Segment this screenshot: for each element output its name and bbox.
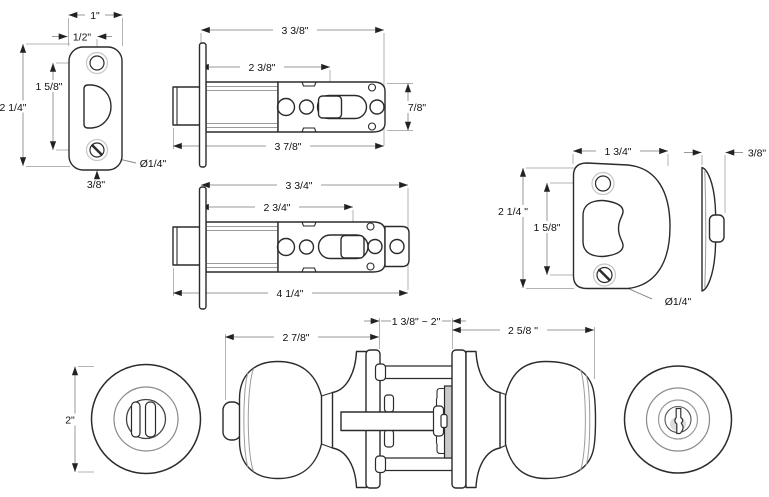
spindle-square-hole [340, 234, 365, 259]
latch-bolt [172, 226, 202, 266]
housing-hook [436, 443, 444, 455]
spindle-tab [383, 429, 395, 448]
knob-outer-circle [623, 365, 733, 474]
dim-faceplate-height: 2 1/4" [0, 102, 27, 114]
rivet [366, 262, 375, 271]
interior-knob-front-view: 2" [60, 363, 202, 475]
spindle [340, 411, 440, 432]
knob-inner-ring [113, 386, 179, 452]
housing-hole [298, 99, 315, 115]
dim-strike-width: 1 3/4" [604, 146, 631, 158]
faceplate-outline [68, 46, 123, 171]
strike-lip-tab [708, 214, 725, 243]
housing-hook [436, 387, 444, 399]
housing-hole [367, 238, 383, 255]
housing-hole [389, 238, 405, 255]
dim-latch-short-body-length: 3 3/8" [281, 25, 308, 37]
latch-cutout [83, 84, 112, 129]
latch-tube [205, 221, 279, 273]
dim-door-thickness: 1 3/8" ~ 2" [392, 316, 441, 328]
dim-strike-screw-dia: Ø1/4" [665, 296, 692, 308]
dim-exterior-projection: 2 5/8 " [508, 325, 538, 337]
dim-latch-short-height: 7/8" [408, 102, 427, 114]
knob-neck [499, 444, 506, 449]
mounting-post [382, 365, 457, 380]
spindle-slot [316, 94, 368, 120]
knob-assembly-side-view: 2 7/8" 1 3/8" ~ 2" 2 5/8 " [222, 316, 597, 489]
turn-button-side [222, 401, 242, 441]
knob-outer-circle [90, 363, 202, 475]
housing-notch [301, 81, 317, 87]
housing-hole [369, 99, 385, 115]
mounting-post [382, 457, 457, 472]
dim-rose-diameter: 2" [65, 415, 75, 427]
dim-strike-screw-spacing: 1 5/8" [533, 222, 560, 234]
dim-latch-long-overall: 4 1/4" [276, 288, 303, 300]
turn-button-boss [125, 398, 167, 440]
screw-hole-top [594, 175, 612, 192]
housing-notch [301, 221, 317, 227]
latch-long-side-view: 3 3/4" 2 3/4" 4 1/4" [172, 179, 410, 310]
dim-latch-short-overall: 3 7/8" [274, 141, 301, 153]
screw-hole-halo [85, 138, 109, 162]
strike-plate-outline [572, 162, 671, 290]
dim-latch-long-body-length: 3 3/4" [285, 180, 312, 192]
rivet [366, 222, 375, 231]
dim-faceplate-center-offset: 1/2" [73, 32, 92, 44]
screw-slot [91, 144, 103, 156]
latch-opening [582, 199, 624, 258]
latch-bolt [172, 86, 202, 126]
dim-latch-short-backset: 2 3/8" [248, 62, 275, 74]
screw-hole-top [89, 55, 105, 71]
dim-strike-thickness: 3/8" [748, 148, 767, 160]
screw-hole-halo [591, 171, 615, 196]
housing-notch [301, 267, 317, 273]
strike-side-inner-line [704, 170, 707, 288]
spindle-tab [383, 394, 395, 413]
dim-faceplate-edge-offset: 3/8" [87, 179, 106, 191]
knob-neck [321, 443, 333, 449]
keyhole [674, 407, 684, 435]
screw-slot [598, 268, 611, 282]
screw-hole-halo [85, 51, 109, 75]
exterior-rose-flare [465, 350, 501, 489]
dim-interior-projection: 2 7/8" [282, 332, 309, 344]
rivet [367, 122, 377, 131]
exterior-knob-front-view [623, 365, 733, 474]
latch-faceplate-edge [198, 42, 207, 168]
spindle-square-hole [317, 95, 343, 119]
housing-hole [298, 239, 315, 255]
strike-plate-front-view: 1 3/4" 2 1/4 " 1 5/8" Ø1/4" [498, 145, 692, 308]
exterior-knob-ball [504, 360, 597, 480]
housing-extension [384, 225, 410, 268]
post-head [374, 363, 387, 382]
interior-knob-ball [238, 360, 323, 480]
housing-notch [301, 127, 317, 133]
strike-plate-side-view: 3/8" [684, 148, 766, 292]
knob-neck [321, 391, 333, 397]
housing-hole [276, 97, 296, 117]
dim-faceplate-width: 1" [90, 10, 100, 22]
retractor-tab [440, 413, 448, 429]
latch-short-side-view: 3 3/8" 2 3/8" 3 7/8" 7/8" [172, 24, 431, 168]
knob-inner-ring [645, 387, 711, 452]
latch-tube [205, 81, 279, 133]
screw-hole-halo [592, 263, 617, 287]
dim-strike-height: 2 1/4 " [498, 206, 528, 218]
dim-latch-long-backset: 2 3/4" [263, 202, 290, 214]
cylinder-ring [657, 399, 699, 440]
latch-faceplate-edge [198, 186, 207, 310]
post-head [374, 455, 387, 474]
rivet [367, 83, 377, 92]
knob-neck [499, 391, 506, 396]
exterior-rose-plate [451, 349, 467, 489]
housing-hole [276, 237, 296, 257]
dim-faceplate-screw-dia: Ø1/4" [140, 158, 167, 170]
faceplate-front-view: 1" 1/2" 2 1/4" 1 5/8" Ø1/4" 3/8" [0, 9, 167, 191]
dim-faceplate-screw-spacing: 1 5/8" [35, 81, 62, 93]
turn-button-bar [130, 401, 141, 438]
turn-button-bar [144, 401, 157, 438]
